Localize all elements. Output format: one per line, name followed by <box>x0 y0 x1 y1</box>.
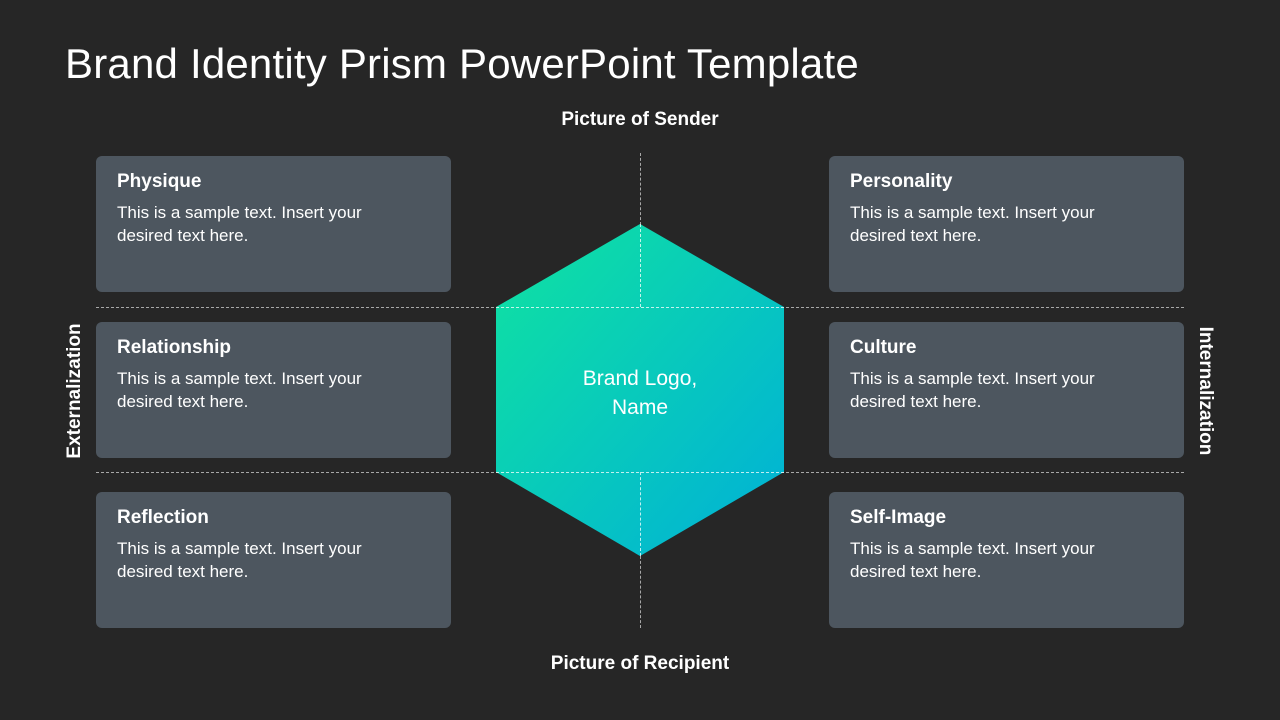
slide-title: Brand Identity Prism PowerPoint Template <box>65 40 859 87</box>
card-text: This is a sample text. Insert your desir… <box>850 539 1095 581</box>
card-text: This is a sample text. Insert your desir… <box>117 539 362 581</box>
axis-label-bottom: Picture of Recipient <box>550 653 730 674</box>
card-text: This is a sample text. Insert your desir… <box>117 203 362 245</box>
hexagon-dash-top <box>640 224 641 307</box>
hexagon-dash-lower <box>496 472 784 473</box>
card-relationship: Relationship This is a sample text. Inse… <box>96 322 451 458</box>
axis-label-left: Externalization <box>64 323 85 459</box>
card-text: This is a sample text. Insert your desir… <box>117 369 362 411</box>
card-culture: Culture This is a sample text. Insert yo… <box>829 322 1184 458</box>
card-text: This is a sample text. Insert your desir… <box>850 369 1095 411</box>
axis-label-top: Picture of Sender <box>561 109 719 130</box>
card-self-image: Self-Image This is a sample text. Insert… <box>829 492 1184 628</box>
card-title: Reflection <box>117 507 209 528</box>
axis-label-right: Internalization <box>1195 326 1216 456</box>
hexagon-dash-bottom <box>640 472 641 556</box>
card-physique: Physique This is a sample text. Insert y… <box>96 156 451 292</box>
card-personality: Personality This is a sample text. Inser… <box>829 156 1184 292</box>
card-title: Self-Image <box>850 507 947 528</box>
divider-vertical-top <box>640 153 641 225</box>
brand-logo-label: Brand Logo, Name <box>582 367 698 419</box>
card-title: Relationship <box>117 337 232 358</box>
card-title: Personality <box>850 171 953 192</box>
hexagon-dash-upper <box>496 307 784 308</box>
card-reflection: Reflection This is a sample text. Insert… <box>96 492 451 628</box>
card-title: Physique <box>117 171 202 192</box>
divider-vertical-bottom <box>640 556 641 628</box>
card-text: This is a sample text. Insert your desir… <box>850 203 1095 245</box>
brand-hexagon: Brand Logo, Name <box>496 224 784 556</box>
card-title: Culture <box>850 337 917 358</box>
